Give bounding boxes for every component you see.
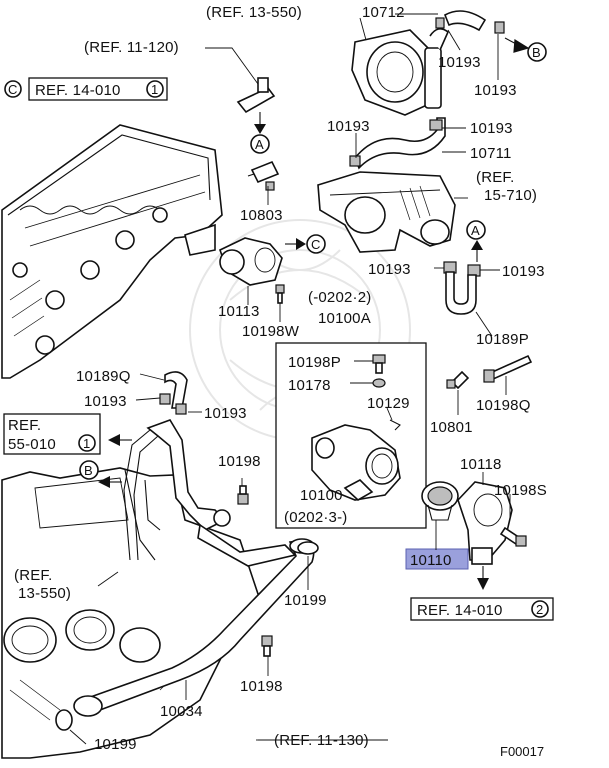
label-10129: 10129 [367,395,410,412]
ref-14-010-2-box [410,597,554,621]
bolt-10198w [275,284,285,304]
label-ref-55-010-a: REF. [8,417,41,434]
circle-c2: C [311,237,320,252]
label-10198q: 10198Q [476,397,531,414]
label-ref-13-550-a: (REF. [14,567,53,584]
label-10712: 10712 [362,4,405,21]
label-10193-h: 10193 [204,405,247,422]
label-10113: 10113 [218,303,260,320]
label-10198-a: 10198 [218,453,261,470]
arrow-left-ref55 [108,434,132,446]
arrow-down-a: A [250,112,270,154]
label-ref-55-010-b: 55-010 [8,436,56,453]
sensor-10801 [446,370,470,390]
sensor-10803 [247,160,280,191]
hose-10189q [159,371,188,415]
arrow-up-a: A [466,220,486,262]
bolt-10198-a [237,485,249,505]
thermostat-10110 [421,481,459,521]
housing-10100 [311,424,401,501]
circle-b-left: B [84,463,93,478]
arrow-left-b: B [79,460,122,488]
label-ref-14-010-1-num: 1 [151,82,158,97]
label-0202-3: (0202·3-) [284,509,348,526]
circle-a-top: A [255,137,264,152]
leader-lines [69,13,511,745]
part-labels: (REF. 13-550) 10712 10193 10193 (REF. 11… [3,4,554,759]
label-10198w: 10198W [242,323,300,340]
highlight-10110 [405,548,469,570]
connector-fitting [236,77,276,114]
label-ref-14-010-2: REF. 14-010 [417,602,503,619]
bolt-10198-b [261,635,273,657]
label-ref-15-710-b: 15-710) [484,187,537,204]
label-10110: 10110 [410,552,452,569]
label-10193-f: 10193 [502,263,545,280]
ref-14-010-1-box [28,77,168,101]
label-10189q: 10189Q [76,368,131,385]
label-ref-13-550-b: 13-550) [18,585,71,602]
label-10100: 10100 [300,487,343,504]
circle-a-right: A [471,223,480,238]
bolt-10198q [483,354,533,383]
label-figure-code: F00017 [500,744,544,759]
gasket-10129 [389,419,401,431]
hose-10711 [349,117,446,170]
label-10199-a: 10199 [284,592,327,609]
label-ref-55-010-num: 1 [83,436,90,451]
water-outlet-assembly [317,171,456,253]
label-10034: 10034 [160,703,203,720]
label-10198s: 10198S [494,482,547,499]
label-10199-b: 10199 [94,736,137,753]
circle-c-marker [4,80,22,98]
washer-10178 [372,378,386,388]
label-10193-e: 10193 [368,261,411,278]
oring-10199-b [55,709,73,731]
bolt-10198p [372,354,386,374]
label-ref-15-710-a: (REF. [476,169,515,186]
label-10189p: 10189P [476,331,529,348]
label-10178: 10178 [288,377,331,394]
label-10803: 10803 [240,207,283,224]
label-10198p: 10198P [288,354,341,371]
oring-10199-a [297,541,319,555]
ref-55-010-num-circle [78,434,96,452]
label-10193-b: 10193 [474,82,517,99]
ref-14-010-1-num-circle [146,80,164,98]
label-10198-b: 10198 [240,678,283,695]
label-10193-g: 10193 [84,393,127,410]
label-ref-11-130: (REF. 11-130) [274,732,369,749]
circle-b-top: B [532,45,541,60]
label-10193-a: 10193 [438,54,481,71]
hose-10189p [443,261,481,315]
water-pipe [123,419,297,567]
label-0202-2: (-0202·2) [308,289,372,306]
label-10100a: 10100A [318,310,371,327]
circle-c: C [8,82,17,97]
label-ref-13-550-top: (REF. 13-550) [206,4,302,21]
label-ref-14-010-2-num: 2 [536,602,543,617]
label-10193-c: 10193 [327,118,370,135]
label-10118: 10118 [460,456,502,473]
fitting-10113 [219,237,283,286]
arrow-to-b-top: B [504,37,547,62]
label-10193-d: 10193 [470,120,513,137]
engine-block [1,467,261,759]
bolt-10198s [499,526,527,547]
label-10801: 10801 [430,419,473,436]
arrow-right-c: C [285,234,326,254]
label-ref-11-120: (REF. 11-120) [84,39,179,56]
label-10711: 10711 [470,145,512,162]
throttle-body [351,10,505,116]
label-ref-14-010-1: REF. 14-010 [35,82,121,99]
cylinder-head [1,124,223,379]
housing-10118 [457,481,513,565]
ref-14-010-2-num-circle [531,600,549,618]
arrow-down-ref [477,566,489,590]
